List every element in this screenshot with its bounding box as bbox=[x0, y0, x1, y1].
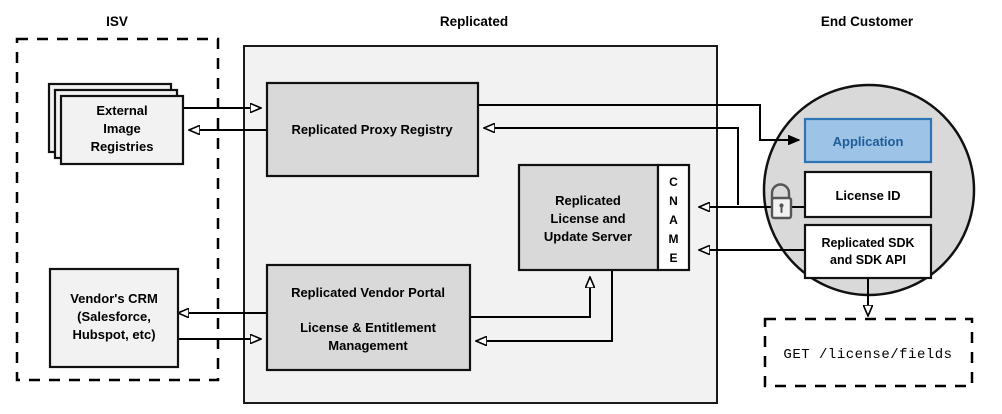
node-license-id[interactable]: License ID bbox=[803, 170, 933, 219]
proxy-registry-label: Replicated Proxy Registry bbox=[291, 122, 453, 137]
crm-label-line2: (Salesforce, bbox=[77, 309, 151, 324]
node-replicated-sdk[interactable]: Replicated SDK and SDK API bbox=[803, 223, 933, 280]
license-server-label-line3: Update Server bbox=[544, 229, 632, 244]
node-replicated-vendor-portal[interactable]: Replicated Vendor Portal License & Entit… bbox=[265, 263, 472, 372]
application-label: Application bbox=[833, 134, 904, 149]
edge-portal-to-license-server bbox=[470, 277, 590, 318]
node-license-and-update-server[interactable]: Replicated License and Update Server bbox=[517, 163, 660, 272]
sdk-label-line1: Replicated SDK bbox=[821, 236, 914, 250]
node-vendors-crm[interactable]: Vendor's CRM (Salesforce, Hubspot, etc) bbox=[48, 267, 180, 369]
sdk-label-line2: and SDK API bbox=[830, 253, 906, 267]
edge-proxy-to-application bbox=[478, 104, 799, 140]
cname-letter-a: A bbox=[669, 213, 678, 227]
zone-label-replicated: Replicated bbox=[440, 14, 508, 29]
vendor-portal-label-line4: Management bbox=[328, 338, 408, 353]
cname-letter-m: M bbox=[669, 232, 679, 246]
license-server-label-line2: License and bbox=[550, 211, 625, 226]
registries-label-line2: Image bbox=[103, 121, 141, 136]
node-external-image-registries[interactable]: External Image Registries bbox=[47, 82, 185, 166]
unlock-icon bbox=[770, 183, 793, 220]
node-replicated-proxy-registry[interactable]: Replicated Proxy Registry bbox=[265, 81, 480, 178]
license-server-label-line1: Replicated bbox=[555, 193, 621, 208]
node-application[interactable]: Application bbox=[803, 117, 933, 164]
crm-label-line1: Vendor's CRM bbox=[70, 291, 158, 306]
edge-application-to-proxy bbox=[484, 128, 739, 205]
zone-isv-boundary bbox=[15, 37, 220, 382]
zone-label-end-customer: End Customer bbox=[821, 14, 914, 29]
license-id-label: License ID bbox=[835, 188, 900, 203]
edge-license-server-to-portal bbox=[476, 270, 613, 341]
node-cname[interactable]: C N A M E bbox=[656, 163, 691, 272]
node-api-request[interactable]: GET /license/fields bbox=[763, 317, 974, 388]
registries-label-line1: External bbox=[96, 103, 147, 118]
zone-label-isv: ISV bbox=[106, 14, 128, 29]
crm-label-line3: Hubspot, etc) bbox=[72, 327, 155, 342]
vendor-portal-label-line1: Replicated Vendor Portal bbox=[291, 285, 445, 300]
cname-letter-c: C bbox=[669, 175, 678, 189]
api-request-label: GET /license/fields bbox=[783, 347, 952, 363]
vendor-portal-label-line3: License & Entitlement bbox=[300, 320, 436, 335]
cname-letter-n: N bbox=[669, 194, 678, 208]
cname-letter-e: E bbox=[669, 251, 677, 265]
registries-label-line3: Registries bbox=[91, 139, 154, 154]
